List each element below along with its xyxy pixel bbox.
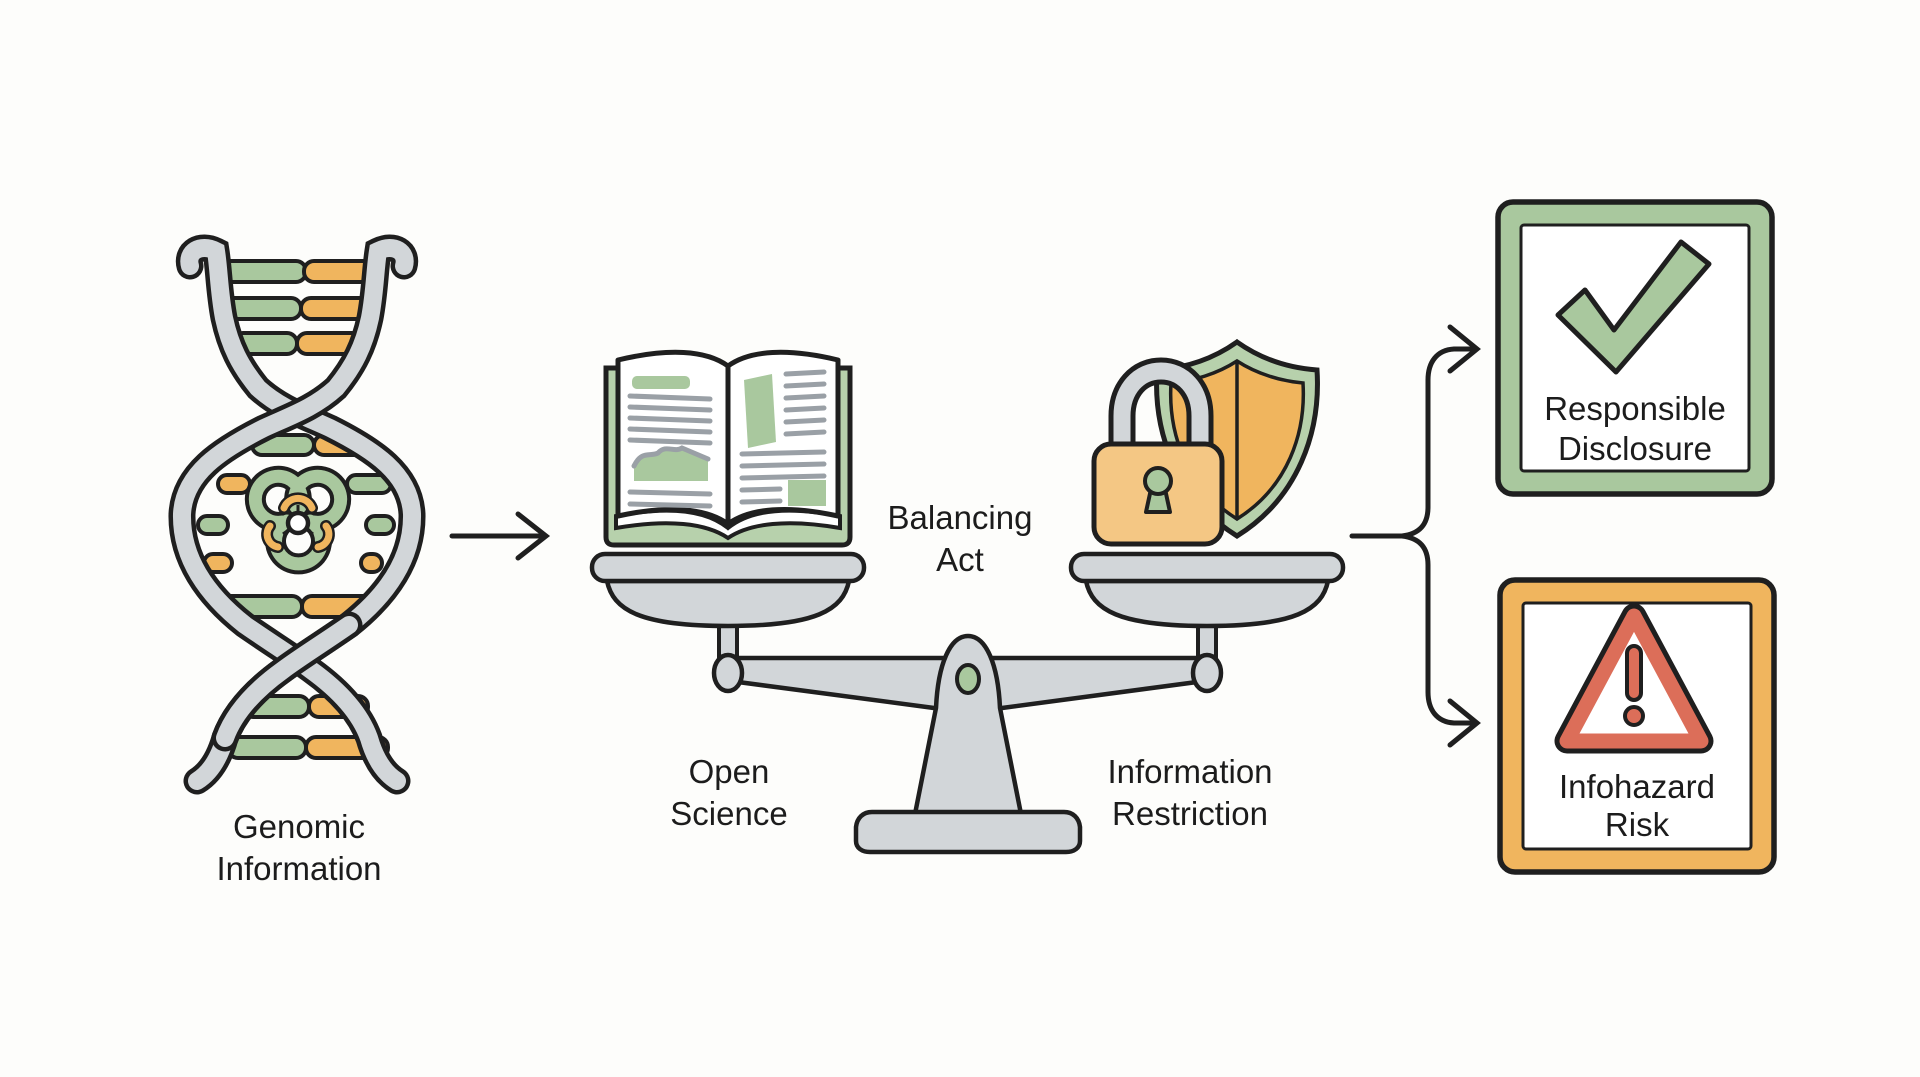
keyhole bbox=[1143, 466, 1173, 514]
infohazard-risk-card: Infohazard Risk bbox=[1497, 577, 1777, 875]
right-beam-knob bbox=[1190, 652, 1224, 694]
genomic-information-line1: Genomic bbox=[233, 808, 365, 845]
scale-base bbox=[853, 809, 1083, 855]
lock-shield-icon bbox=[1091, 338, 1320, 547]
checkmark-icon bbox=[1555, 239, 1712, 375]
pivot-dot bbox=[955, 663, 981, 695]
left-pan bbox=[589, 551, 867, 629]
dna-biohazard-icon bbox=[168, 234, 426, 795]
scale-pivot bbox=[912, 633, 1024, 817]
infohazard-risk-line1: Infohazard bbox=[1559, 768, 1715, 805]
responsible-disclosure-card: Responsible Disclosure bbox=[1495, 199, 1775, 497]
balancing-act-line1: Balancing bbox=[888, 499, 1033, 536]
genomic-information-line2: Information bbox=[216, 850, 381, 887]
information-restriction-line1: Information bbox=[1107, 753, 1272, 790]
book-right-page-content bbox=[739, 369, 827, 506]
open-book-icon bbox=[603, 349, 853, 548]
balancing-act-line2: Act bbox=[936, 541, 984, 578]
book-page-stack bbox=[614, 508, 842, 541]
branch-arrow-up bbox=[1399, 346, 1475, 539]
information-restriction-label: Information Restriction bbox=[1107, 753, 1272, 832]
dna-strands bbox=[168, 234, 426, 795]
biohazard-icon bbox=[244, 465, 352, 575]
balance-scale-icon bbox=[589, 551, 1346, 855]
open-science-line2: Science bbox=[670, 795, 787, 832]
right-pan bbox=[1068, 551, 1346, 629]
open-science-line1: Open bbox=[689, 753, 770, 790]
warning-triangle-icon bbox=[1554, 603, 1714, 754]
information-restriction-line2: Restriction bbox=[1112, 795, 1268, 832]
responsible-disclosure-line2: Disclosure bbox=[1558, 430, 1712, 467]
book-left-page-content bbox=[627, 376, 713, 509]
balancing-act-label: Balancing Act bbox=[888, 499, 1033, 578]
flow-arrow-icon bbox=[449, 511, 551, 561]
padlock-icon bbox=[1091, 357, 1225, 547]
branch-arrow-down bbox=[1399, 533, 1475, 726]
genomic-information-label: Genomic Information bbox=[216, 808, 381, 887]
infohazard-risk-line2: Risk bbox=[1605, 806, 1670, 843]
open-science-label: Open Science bbox=[670, 753, 787, 832]
left-beam-knob bbox=[711, 652, 745, 694]
branch-connector bbox=[1349, 324, 1481, 748]
responsible-disclosure-line1: Responsible bbox=[1544, 390, 1726, 427]
